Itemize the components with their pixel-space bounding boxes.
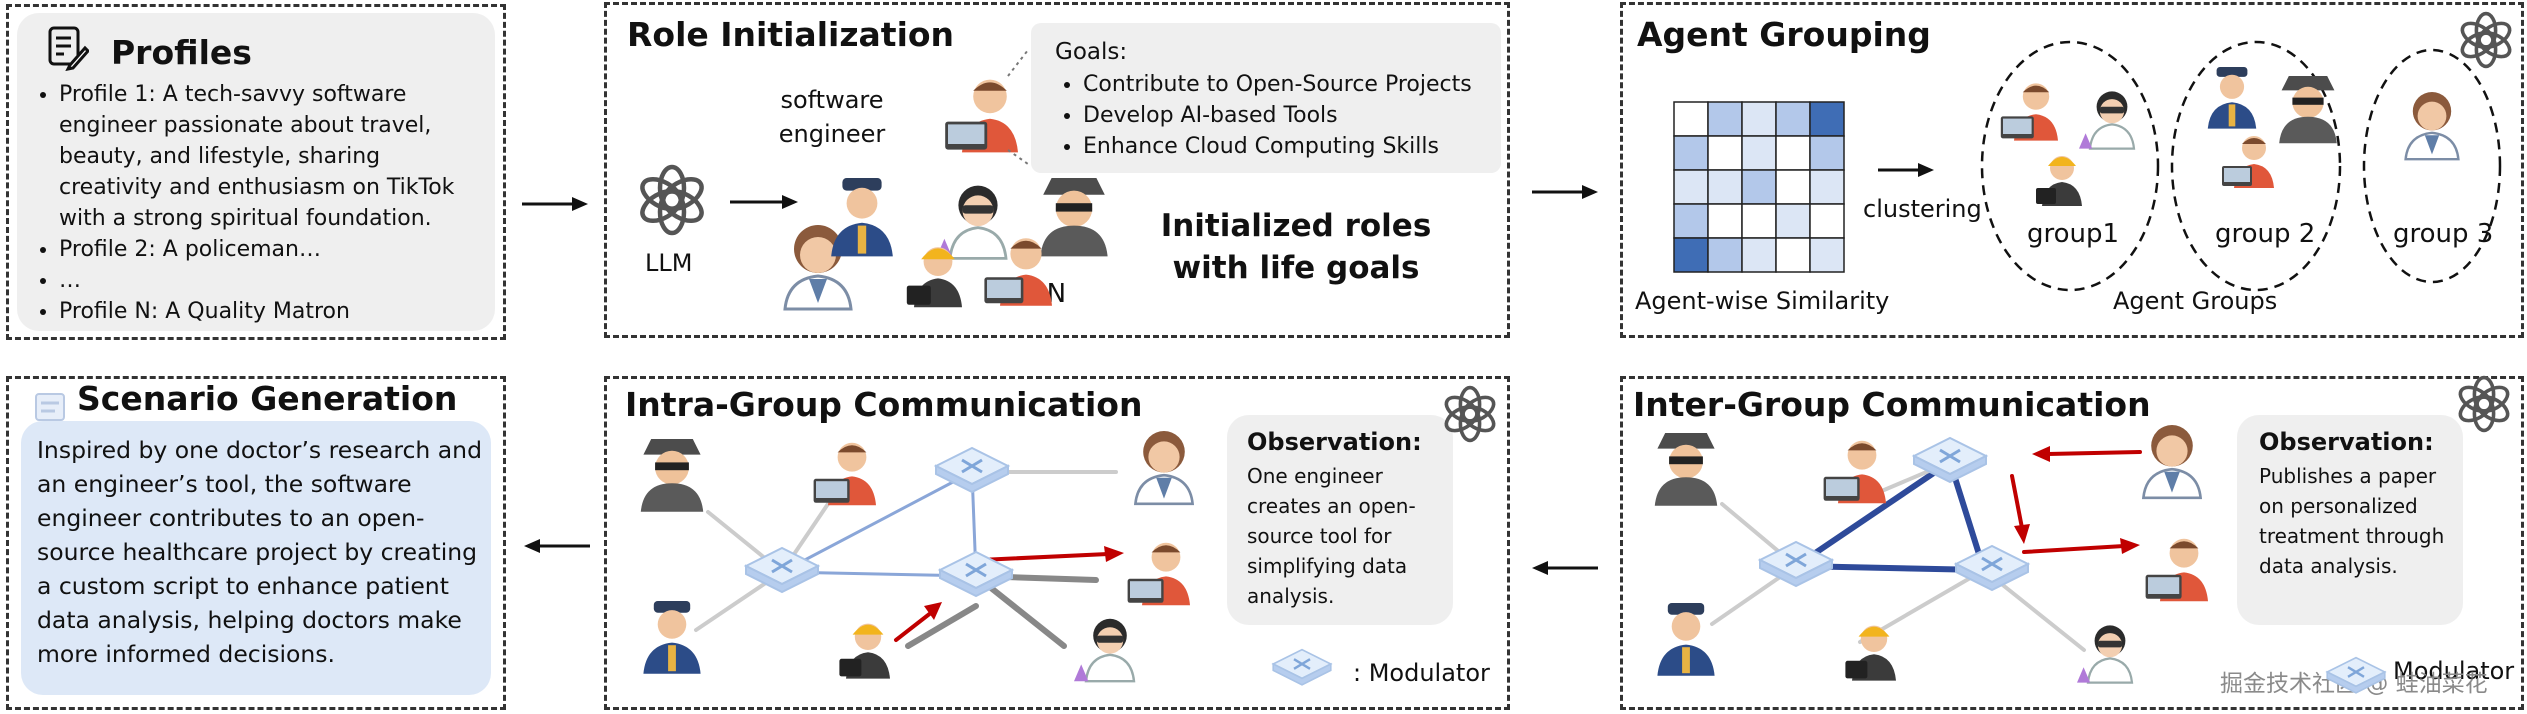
scenario-icon <box>33 389 67 427</box>
grouping-title: Agent Grouping <box>1637 15 1931 54</box>
goal-item: Develop AI-based Tools <box>1083 100 1499 131</box>
profile-item: Profile 1: A tech-savvy software enginee… <box>59 79 485 234</box>
profiles-list: Profile 1: A tech-savvy software enginee… <box>25 79 485 327</box>
watermark: 掘金技术社区 @ 蛙油菜花 <box>2220 671 2488 697</box>
modulator-legend-label: : Modulator <box>1353 659 1490 687</box>
profiles-title: Profiles <box>111 33 252 72</box>
scenario-panel: Scenario Generation Inspired by one doct… <box>6 376 506 710</box>
groups-label: Agent Groups <box>2113 287 2278 315</box>
initialized-roles-text: Initialized roles with life goals <box>1160 208 1432 286</box>
intra-observation-box <box>1227 415 1453 625</box>
document-edit-icon <box>47 25 91 75</box>
arrow-role-to-grouping <box>1530 182 1600 206</box>
inter-title: Inter-Group Communication <box>1633 385 2151 424</box>
intra-observation-title: Observation: <box>1247 428 1422 456</box>
clustering-label: clustering <box>1863 195 1982 223</box>
goal-item: Contribute to Open-Source Projects <box>1083 69 1499 100</box>
group-1-label: group1 <box>2027 219 2120 249</box>
profiles-box <box>17 13 495 331</box>
inter-modulator-label: Modulator <box>2393 657 2515 685</box>
role-init-panel: Role Initialization Goals: Contribute to… <box>604 2 1510 338</box>
role-init-title: Role Initialization <box>627 15 955 54</box>
intra-panel: Intra-Group Communication Observation: O… <box>604 376 1510 710</box>
scenario-box <box>21 421 491 695</box>
goal-item: Enhance Cloud Computing Skills <box>1083 131 1499 162</box>
profile-item: … <box>59 265 485 296</box>
inter-panel: Inter-Group Communication Observation: P… <box>1620 376 2524 710</box>
arrow-profiles-to-role <box>520 194 590 218</box>
scenario-title: Scenario Generation <box>77 379 458 418</box>
arrow-inter-to-intra <box>1530 558 1600 582</box>
goals-box <box>1031 23 1501 173</box>
role-label: software engineer <box>778 86 886 148</box>
inter-observation-text: Publishes a paper on personalized treatm… <box>2259 464 2445 578</box>
inter-observation-title: Observation: <box>2259 428 2434 456</box>
times-n-label: x N <box>1023 279 1067 309</box>
profile-item: Profile 2: A policeman… <box>59 234 485 265</box>
group-2-label: group 2 <box>2215 219 2316 249</box>
profiles-panel: Profiles Profile 1: A tech-savvy softwar… <box>6 4 506 340</box>
intra-observation-text: One engineer creates an open-source tool… <box>1247 464 1416 608</box>
arrow-intra-to-scenario <box>522 536 592 560</box>
goals-list: Contribute to Open-Source ProjectsDevelo… <box>1049 69 1499 162</box>
grouping-panel: Agent Grouping clustering Agent-wise Sim… <box>1620 2 2524 338</box>
profile-item: Profile N: A Quality Matron <box>59 296 485 327</box>
group-3-label: group 3 <box>2393 219 2494 249</box>
similarity-label: Agent-wise Similarity <box>1635 287 1890 315</box>
intra-title: Intra-Group Communication <box>625 385 1143 424</box>
inter-observation-box <box>2237 415 2463 625</box>
llm-label: LLM <box>645 249 693 277</box>
scenario-text: Inspired by one doctor’s research and an… <box>37 436 482 668</box>
goals-title: Goals: <box>1055 39 1128 65</box>
